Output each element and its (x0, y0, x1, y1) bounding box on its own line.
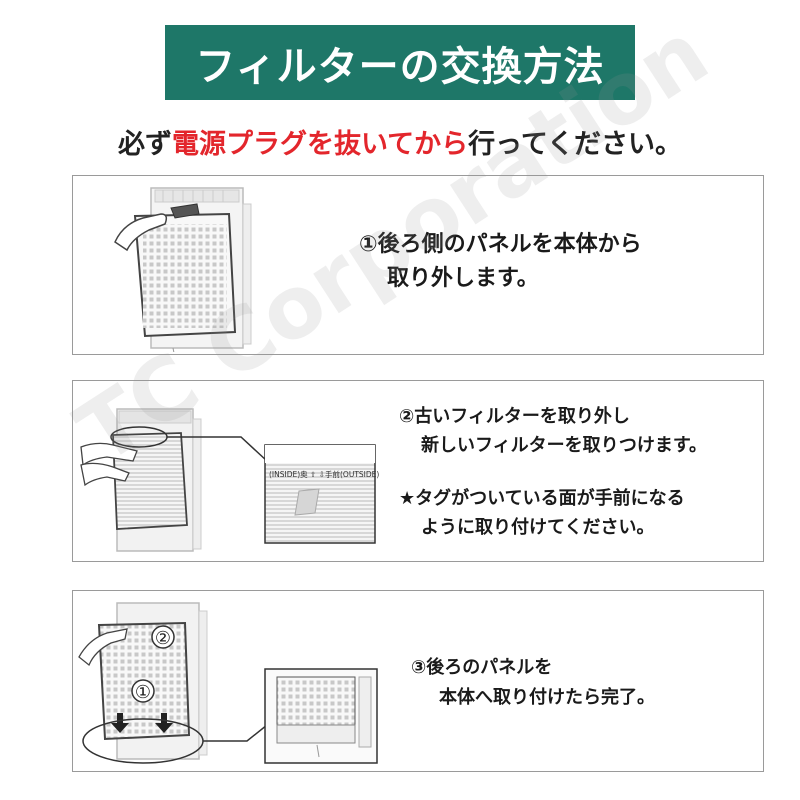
step-3-line-2: 本体へ取り付けたら完了。 (439, 686, 655, 708)
notice-post: 行ってください。 (468, 129, 683, 160)
step-2-note-line-2: ように取り付けてください。 (421, 516, 655, 538)
attach-back-panel-illustration: ② ① (78, 602, 378, 764)
step-1-text: ①後ろ側のパネルを本体から 取り外します。 (359, 228, 642, 296)
zoom-tag-label: (INSIDE)奥 ⇧ ⇩手前(OUTSIDE) (269, 469, 379, 479)
step-1-panel: ①後ろ側のパネルを本体から 取り外します。 (72, 175, 764, 355)
step-3-line-1: ③後ろのパネルを (411, 657, 553, 678)
notice-pre: 必ず (117, 129, 172, 160)
step-2-note-line-1: ★タグがついている面が手前になる (399, 488, 685, 509)
remove-back-panel-illustration (114, 187, 252, 352)
arrow-down-icon (111, 713, 173, 733)
step-1-line-2: 取り外します。 (387, 266, 539, 292)
marker-1: ① (135, 682, 151, 703)
step-2-note: ★タグがついている面が手前になる ように取り付けてください。 (399, 485, 685, 543)
notice-highlight: 電源プラグを抜いてから (171, 129, 469, 160)
replace-filter-illustration: (INSIDE)奥 ⇧ ⇩手前(OUTSIDE) (80, 408, 379, 552)
title-banner: フィルターの交換方法 (165, 25, 635, 100)
page-title: フィルターの交換方法 (195, 43, 605, 90)
step-3-text: ③後ろのパネルを 本体へ取り付けたら完了。 (411, 653, 655, 712)
step-2-line-1: ②古いフィルターを取り外し (399, 406, 630, 427)
step-2-text: ②古いフィルターを取り外し 新しいフィルターを取りつけます。 (399, 403, 707, 461)
marker-2: ② (155, 628, 171, 649)
step-2-line-2: 新しいフィルターを取りつけます。 (421, 434, 708, 456)
step-2-panel: (INSIDE)奥 ⇧ ⇩手前(OUTSIDE) ②古いフィルターを取り外し 新… (72, 380, 764, 562)
step-1-line-1: ①後ろ側のパネルを本体から (359, 232, 642, 257)
step-3-panel: ② ① ③後ろのパネルを 本体へ取り付けたら完了。 (72, 590, 764, 772)
warning-notice: 必ず電源プラグを抜いてから行ってください。 (0, 122, 800, 161)
